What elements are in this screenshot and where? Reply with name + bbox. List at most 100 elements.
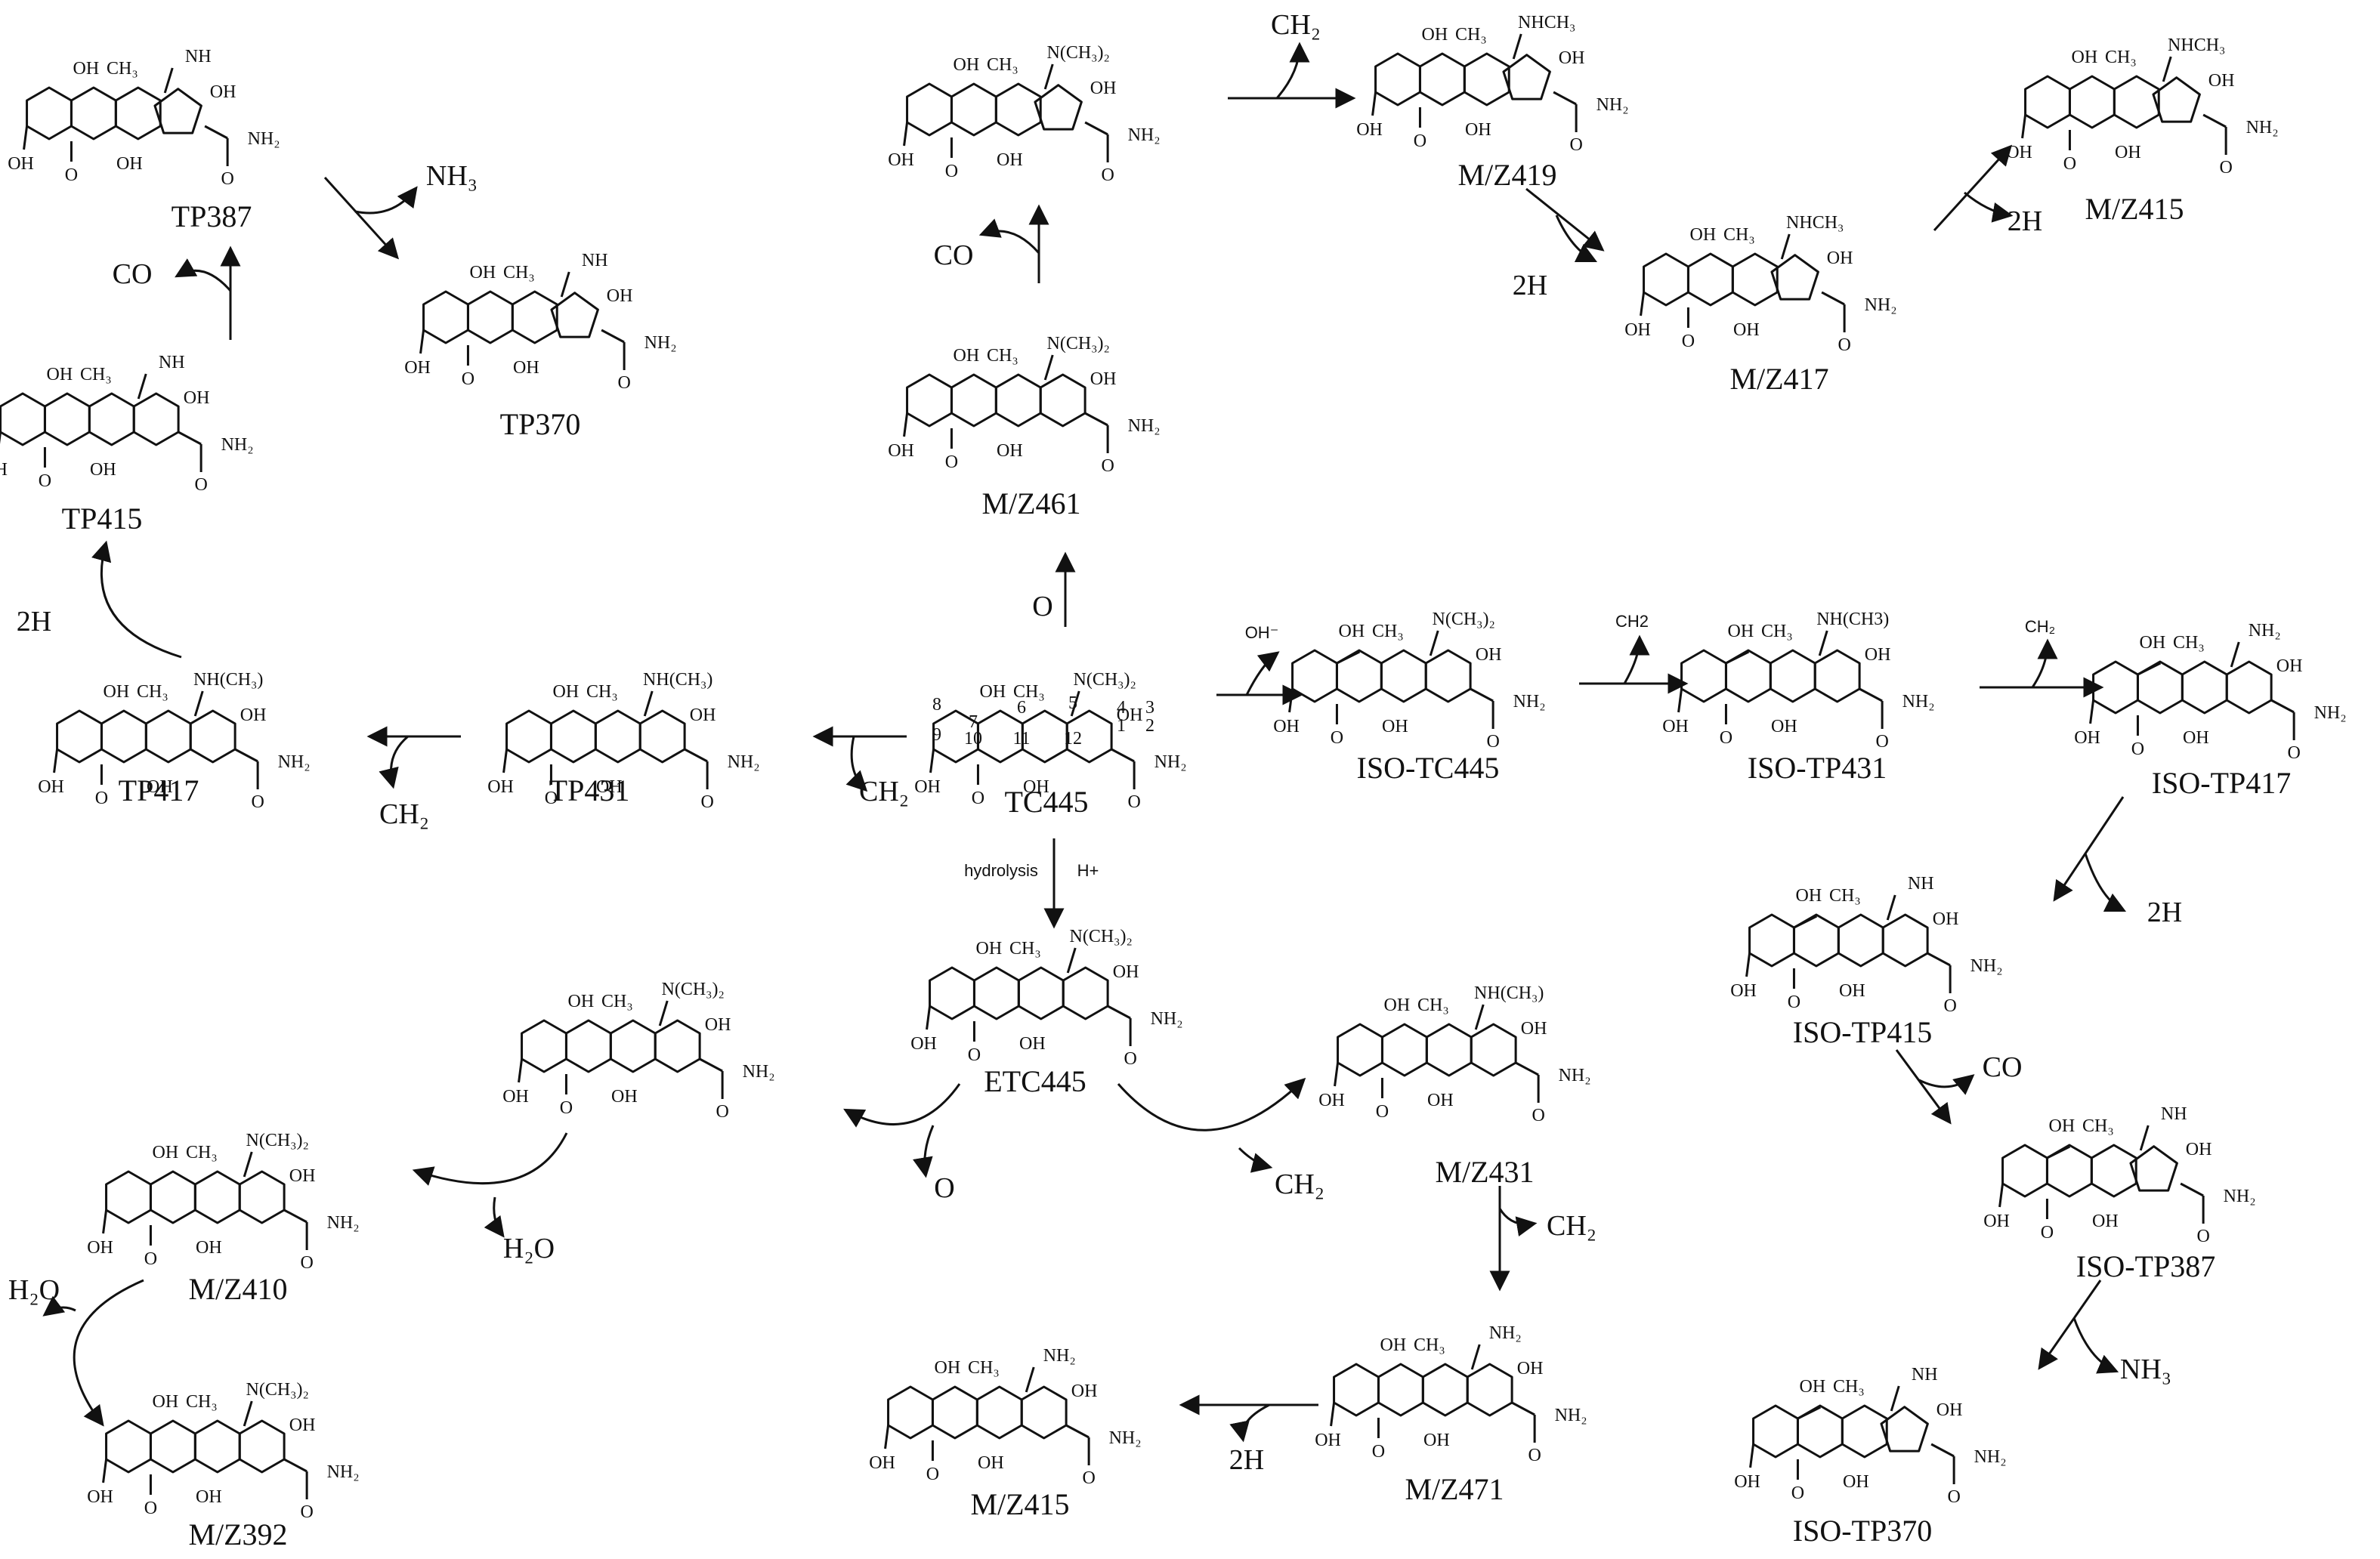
atom-o: O [1682, 332, 1695, 351]
atom-substituent: NHCH₃ [2168, 36, 2225, 55]
atom-nh2: NH₂ [1974, 1447, 2007, 1467]
atom-o: O [1875, 732, 1888, 752]
atom-oh: OH [147, 777, 173, 797]
atom-o: O [968, 1045, 981, 1065]
atom-oh: OH [38, 777, 64, 797]
atom-oh: OH [196, 1487, 222, 1507]
amide-bond [234, 748, 258, 763]
label-mz415-top: M/Z415 [2085, 192, 2184, 226]
hydroxyl-bond [102, 1209, 108, 1234]
arrow-ch2-loss-e [1498, 1208, 1538, 1237]
atom-nh2: NH₂ [1970, 956, 2003, 976]
ring-bond [2225, 660, 2273, 715]
ring-bond [906, 82, 953, 137]
arrow-ohminus-add [1245, 651, 1280, 696]
atom-substituent: N(CH₃)₂ [246, 1380, 309, 1400]
atom-o: O [1486, 732, 1499, 752]
atom-ch3: CH₃ [1455, 25, 1487, 45]
ring-bond [975, 1385, 1023, 1440]
atom-nh2: NH₂ [1513, 692, 1546, 712]
ring-bond [1374, 52, 1421, 107]
substituent-bond [2230, 641, 2240, 668]
ring-bond [238, 1419, 286, 1474]
atom-o: O [716, 1102, 728, 1122]
atom-o: O [144, 1249, 157, 1269]
atom-oh: OH [153, 1143, 179, 1162]
label-etc445: ETC445 [984, 1064, 1086, 1098]
atom-nh2: NH₂ [1151, 1009, 1183, 1029]
reagent-labels: O CO CH₂ 2H 2H CH₂ CH₂ 2H CO NH₃ OH⁻ CH2… [8, 9, 2182, 1476]
atom-o: O [1101, 456, 1114, 476]
ring-bond [0, 392, 46, 446]
atom-oh: OH [240, 705, 267, 725]
reagent-ch2-b: CH₂ [859, 776, 909, 807]
atom-o: O [1414, 131, 1426, 151]
ring-bond [193, 1419, 241, 1474]
amide-bond [1084, 121, 1108, 136]
atom-nh2: NH₂ [728, 752, 760, 772]
ring-bond [105, 1170, 152, 1224]
atom-o: O [545, 789, 558, 808]
atom-oh: OH [1380, 1335, 1407, 1355]
ring-bond [1724, 649, 1772, 703]
atom-oh: OH [1427, 1091, 1454, 1110]
reagent-ch2-iso1: CH2 [1615, 612, 1649, 631]
atom-ch3: CH₃ [2082, 1116, 2114, 1136]
atom-ch3: CH₃ [1372, 622, 1404, 641]
atom-oh: OH [87, 1487, 113, 1507]
atom-oh: OH [1422, 25, 1448, 45]
label-iso-tp431: ISO-TP431 [1748, 751, 1887, 785]
substituent-bond [1429, 630, 1439, 656]
ring-bond [994, 373, 1042, 428]
atom-ch3: CH₃ [1414, 1335, 1445, 1355]
ring-bond [1418, 52, 1466, 107]
tc445-ring-numbering: 8 7 6 5 4 3 9 10 11 12 1 2 [932, 693, 1154, 749]
atom-oh: OH [1936, 1400, 1963, 1420]
atom-substituent: NH [185, 47, 212, 66]
arrow-ch2-loss-d [1238, 1147, 1273, 1173]
substituent-bond [1780, 233, 1791, 260]
atom-ch3: CH₃ [503, 263, 535, 282]
atom-oh: OH [1865, 645, 1891, 665]
atom-nh2: NH₂ [1902, 692, 1935, 712]
ring-bond [594, 709, 641, 764]
ring-bond [550, 292, 599, 338]
atom-oh: OH [607, 286, 633, 306]
label-mz415-bottom: M/Z415 [970, 1487, 1069, 1521]
ring-bond [511, 290, 558, 344]
atom-oh: OH [8, 154, 34, 174]
reagent-2h-e: 2H [1229, 1444, 1264, 1476]
label-iso-tp370: ISO-TP370 [1793, 1514, 1932, 1548]
atom-oh: OH [914, 777, 941, 797]
atom-oh: OH [980, 682, 1006, 702]
atom-oh: OH [1839, 981, 1865, 1001]
atom-substituent: NH₂ [1489, 1323, 1522, 1343]
label-iso-tc445: ISO-TC445 [1357, 751, 1500, 785]
ring-number: 12 [1064, 729, 1082, 749]
reagent-h2o-b: H₂O [8, 1274, 60, 1306]
atom-o: O [144, 1499, 157, 1518]
reagent-h-plus: H+ [1077, 861, 1099, 880]
reagent-oh-minus: OH⁻ [1245, 623, 1279, 642]
arrow-nh3-loss [354, 186, 418, 215]
atom-oh: OH [611, 1087, 638, 1107]
substituent-bond [1066, 947, 1077, 974]
atom-substituent: NH(CH₃) [643, 670, 712, 690]
ring-bond [466, 290, 514, 344]
atom-oh: OH [1356, 120, 1383, 140]
substituent-bond [137, 373, 147, 400]
atom-ch3: CH₃ [1829, 886, 1861, 906]
hydroxyl-bond [1677, 688, 1683, 713]
compound-labels: TC445 TP431 TP417 TP415 TP387 TP370 M/Z4… [62, 158, 2292, 1551]
atom-oh: OH [1624, 320, 1651, 340]
substituent-bond [1043, 63, 1054, 90]
hydroxyl-bond [1745, 952, 1751, 977]
atom-oh: OH [1734, 1472, 1760, 1492]
atom-substituent: N(CH₃)₂ [1047, 43, 1110, 63]
ring-bond [1380, 1023, 1428, 1077]
arrow-ch2-loss-iso1 [1623, 634, 1650, 684]
atom-oh: OH [196, 1238, 222, 1258]
atom-substituent: N(CH₃)₂ [1074, 670, 1136, 690]
